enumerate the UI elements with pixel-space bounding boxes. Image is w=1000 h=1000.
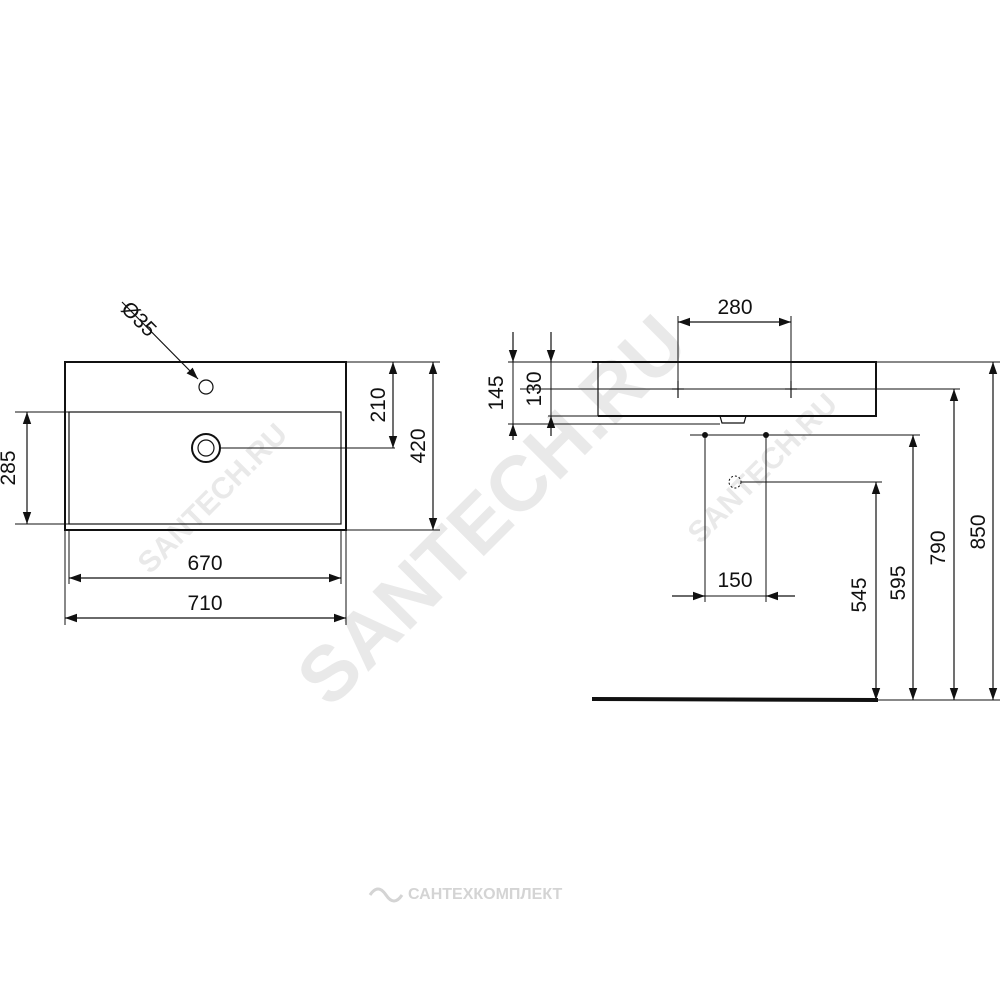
drain-outlet [719,415,747,424]
dim-420: 420 [407,428,430,463]
drain-icon [191,433,221,463]
tap-hole-icon [198,379,214,395]
floor-line [591,697,879,702]
dim-285: 285 [0,450,20,485]
dim-670: 670 [187,552,222,575]
footer-brand: САНТЕХКОМПЛЕКТ [408,886,562,903]
dim-850: 850 [967,514,990,549]
dim-595: 595 [887,565,910,600]
basin-bowl [68,411,342,525]
dim-545: 545 [848,577,871,612]
dim-790: 790 [927,530,950,565]
side-view: 280 145 130 150 545 [485,296,1000,702]
dim-130: 130 [523,371,546,406]
dim-150: 150 [717,569,752,592]
footer-logo-icon [368,887,404,903]
dim-710: 710 [187,592,222,615]
watermark-text-small: SANTECH.RU [682,388,844,550]
dim-210: 210 [367,387,390,422]
dim-145: 145 [485,375,508,410]
dim-280: 280 [717,296,752,319]
basin-outline [64,361,347,531]
